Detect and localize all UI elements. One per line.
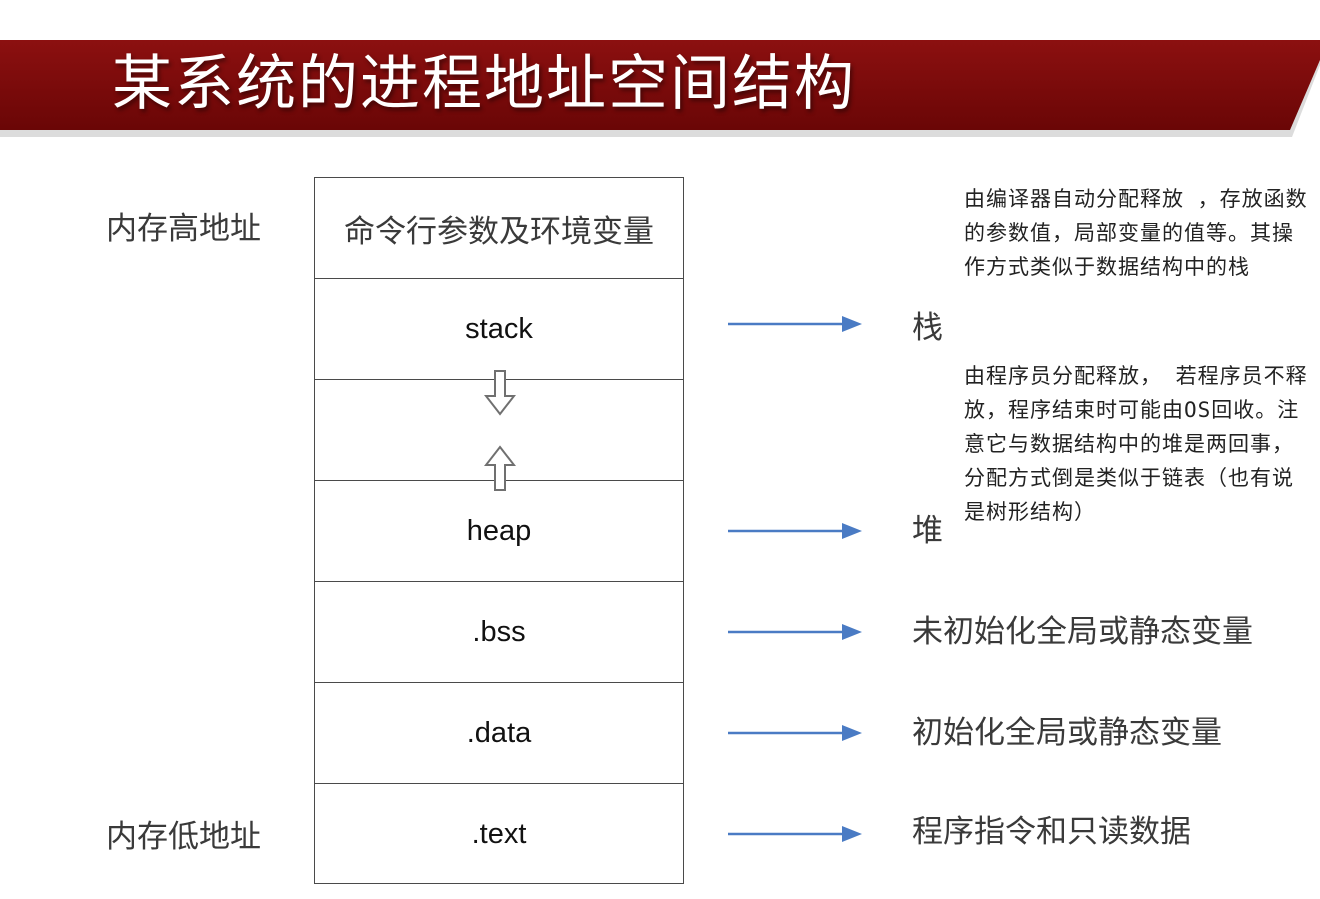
segment-heap: heap: [315, 481, 683, 582]
segment-text: .text: [471, 818, 527, 850]
data-description: 初始化全局或静态变量: [912, 715, 1222, 751]
heap-description: 由程序员分配释放， 若程序员不释放，程序结束时可能由OS回收。注意它与数据结构中…: [964, 364, 1308, 524]
low-address-label: 内存低地址: [106, 819, 261, 855]
hollow-up-arrow-icon: [484, 445, 516, 491]
slide-title: 某系统的进程地址空间结构: [112, 49, 856, 119]
segment-free-space: [315, 370, 683, 491]
right-arrow-icon: [728, 624, 862, 640]
right-arrow-icon: [728, 725, 862, 741]
high-address-label: 内存高地址: [106, 211, 261, 247]
segment-args-env: 命令行参数及环境变量: [315, 178, 683, 279]
hollow-down-arrow-icon: [484, 370, 516, 416]
segment-stack: stack: [315, 279, 683, 380]
banner-shape: [0, 40, 1320, 137]
memory-layout-diagram: 命令行参数及环境变量 stack heap .bss .data .text: [314, 177, 684, 884]
segment-bss: .bss: [315, 582, 683, 683]
heap-name-label: 堆: [912, 513, 943, 549]
stack-description: 由编译器自动分配释放 ，存放函数的参数值，局部变量的值等。其操作方式类似于数据结…: [964, 187, 1308, 279]
bss-description: 未初始化全局或静态变量: [912, 614, 1253, 650]
segment-data: .data: [315, 683, 683, 784]
title-banner: 某系统的进程地址空间结构: [0, 0, 1320, 140]
right-arrow-icon: [728, 523, 862, 539]
stack-name-label: 栈: [912, 310, 943, 346]
right-arrow-icon: [728, 316, 862, 332]
right-arrow-icon: [728, 826, 862, 842]
text-description: 程序指令和只读数据: [912, 814, 1191, 850]
